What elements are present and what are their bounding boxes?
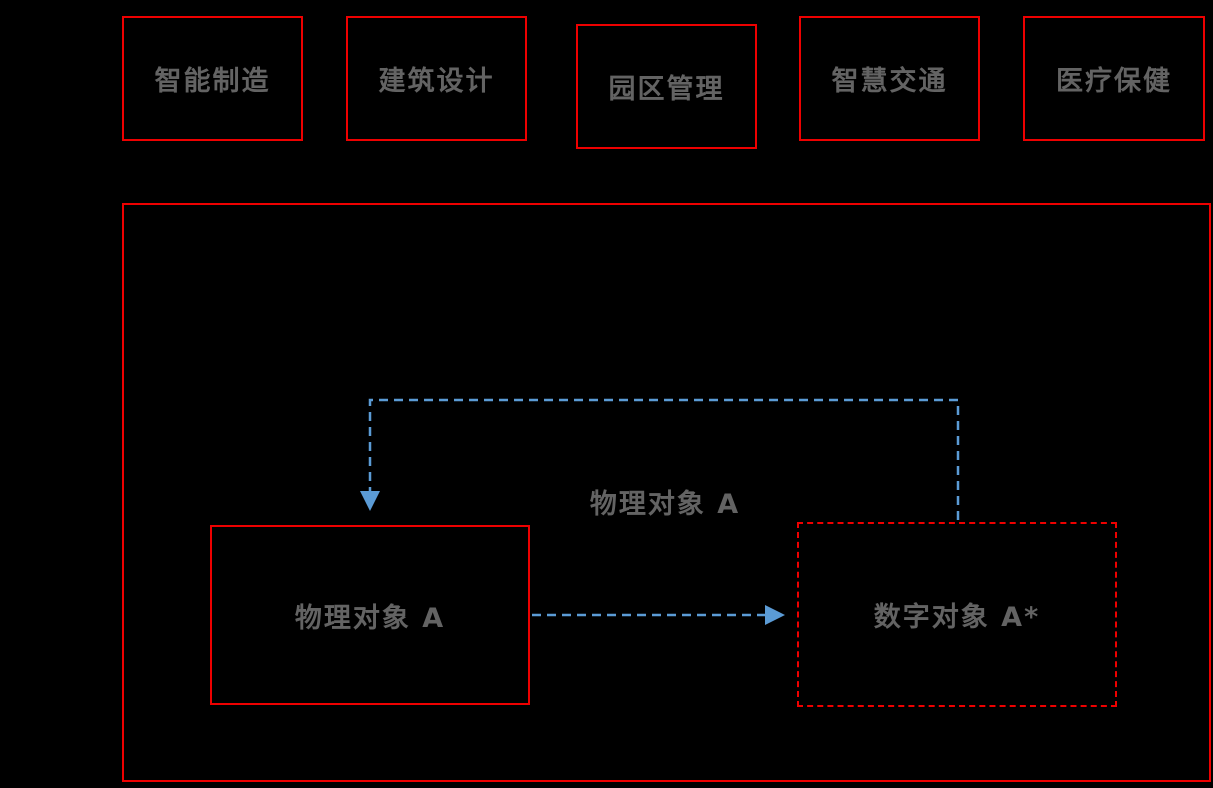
- tab-smart-manufacturing: 智能制造: [122, 16, 303, 141]
- tab-healthcare-label: 医疗保健: [1056, 66, 1172, 97]
- outer-frame: [122, 203, 1211, 782]
- physical-object-box: 物理对象 A: [210, 525, 530, 705]
- tab-architectural-design-label: 建筑设计: [378, 66, 495, 97]
- tab-smart-transportation-label: 智慧交通: [831, 66, 948, 97]
- physical-object-label: 物理对象 A: [294, 602, 446, 634]
- tab-smart-transportation: 智慧交通: [799, 16, 980, 141]
- tab-architectural-design: 建筑设计: [346, 16, 527, 141]
- digital-object-label: 数字对象 A*: [873, 602, 1041, 633]
- tab-smart-manufacturing-label: 智能制造: [154, 66, 271, 97]
- digital-object-box: 数字对象 A*: [797, 522, 1117, 707]
- tab-park-management: 园区管理: [576, 24, 757, 149]
- tab-healthcare: 医疗保健: [1023, 16, 1205, 141]
- tab-park-management-label: 园区管理: [608, 74, 725, 105]
- connector-label: 物理对象 A: [589, 489, 741, 520]
